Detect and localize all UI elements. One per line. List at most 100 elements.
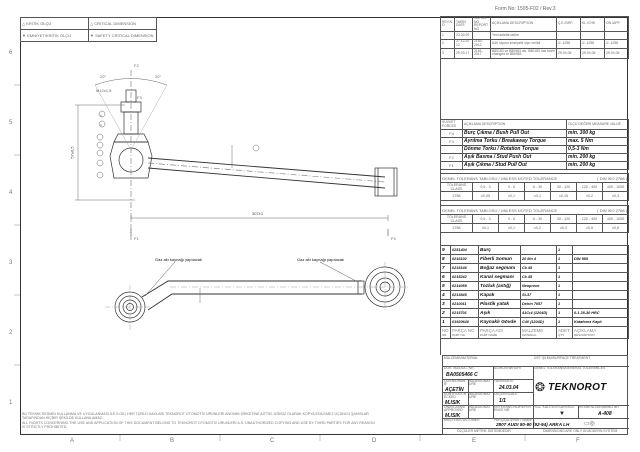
tolerance-title-text: GENEL TOLERANS TABLOSU / UNLESS NOTED TO… bbox=[442, 207, 558, 213]
doc-number: BA0505466 C bbox=[446, 372, 478, 378]
projection-symbol-icon: ▭◎ bbox=[584, 421, 595, 427]
header-tr: PARÇA ADI bbox=[480, 327, 503, 333]
zone-row-label: 2 bbox=[9, 330, 13, 336]
header-tr: NO bbox=[442, 327, 449, 333]
company-logo: ❂ TEKNOROT bbox=[535, 380, 607, 394]
tolerance-standard: ( DIN ISO 2768 ) bbox=[597, 207, 628, 213]
force-value: min. 200 kg bbox=[566, 161, 629, 170]
dimension-angle-right: 20° bbox=[155, 74, 162, 79]
revision-cell: 29-04.08 bbox=[604, 47, 629, 59]
title-block: MALZEME/MATERIAL ÜST İŞLEM/SURFACE TREAT… bbox=[442, 355, 629, 435]
copyright-note: BU TEKNİK RESMİN KULLANMA VE UYGULANMASI… bbox=[22, 412, 440, 429]
header-en: QTY bbox=[558, 332, 565, 337]
copyright-line: ALL RIGHTS CONCERNING THE USE AND APPLIC… bbox=[22, 420, 375, 425]
balloon: 8 bbox=[100, 114, 102, 118]
date: 24.03.04 bbox=[499, 385, 519, 391]
material-label: MALZEME/MATERIAL bbox=[444, 356, 479, 360]
part-name: 2807 AUDI 80-90 (92-94) ARKA LH bbox=[496, 422, 570, 427]
checked-signature-label: İMZA/SIGNATURE bbox=[469, 391, 491, 400]
zone-column-label: E bbox=[472, 438, 477, 444]
tolerance-value: ±0,3 bbox=[601, 191, 630, 201]
zone-row-label: 5 bbox=[9, 120, 13, 126]
dimension-length: 307±1 bbox=[252, 211, 264, 216]
units-note-en: DIMENSIONS ARE ONLY IN MODERN SYSTEM bbox=[543, 429, 618, 433]
balloon: 2 bbox=[100, 122, 102, 127]
dimension-height: 57±0,5 bbox=[69, 146, 75, 159]
rod-plan-view bbox=[105, 261, 410, 330]
checked-label: KONTROL/CHECKED bbox=[444, 391, 467, 400]
scale: 1/1 bbox=[499, 398, 506, 404]
drawing-number-label: RESİM NO/DRAWING NR bbox=[579, 404, 619, 409]
dimension-thread: M12x1,5 bbox=[96, 88, 112, 93]
checked-by: M.ISIK bbox=[445, 400, 461, 406]
force-label-f2: F2 bbox=[134, 63, 139, 68]
part-name-label: PARÇA ADI/PART NAME bbox=[494, 417, 532, 422]
tolerance-standard: ( DIN ISO 2768 ) bbox=[597, 175, 628, 181]
drawn-by: AÇETİN bbox=[445, 387, 464, 393]
zone-column-label: A bbox=[70, 438, 75, 444]
tolerance-value: ±0,8 bbox=[601, 223, 630, 233]
zone-row-label: 1 bbox=[9, 400, 13, 406]
company-name: TEKNOROT bbox=[548, 381, 607, 393]
zone-column-label: C bbox=[270, 438, 275, 444]
force-label-f1: F1 bbox=[134, 236, 139, 241]
drawing-number: A-408 bbox=[598, 411, 612, 417]
revision-header-cell: ON./APP. bbox=[604, 15, 629, 33]
header-tr: AÇIKLAMA bbox=[574, 327, 597, 333]
weight-label: AĞIRLIK/WEIGHT bbox=[494, 366, 522, 370]
header-en: DESCRIPTION bbox=[574, 332, 595, 337]
zone-row-label: 4 bbox=[9, 190, 13, 196]
header-en: PART NAME bbox=[480, 332, 498, 337]
doc-number-label: DOK. NO/DOC. NR. bbox=[444, 366, 475, 370]
header-tr: PARÇA NO bbox=[452, 327, 475, 333]
copyright-line: TARAFINDAN HİÇBİR ŞEKİLDE KULLANILAMAZ. bbox=[22, 416, 104, 421]
force-label-f3: F3 bbox=[137, 95, 142, 100]
header-tr: MALZEME bbox=[522, 327, 544, 333]
tolerance-values-row: 2768±0,1±0,1±0,2±0,3±0,5±0,8 bbox=[440, 223, 630, 233]
revision-header-cell: REV.NO bbox=[440, 15, 455, 33]
weld-note-right: Gaz altı kaynağı yapılacak bbox=[297, 257, 344, 262]
header-en: NR. bbox=[442, 332, 448, 337]
tolerance-table: GENEL TOLERANS TABLOSU / UNLESS NOTED TO… bbox=[439, 173, 630, 201]
header-en: MATERIAL bbox=[522, 332, 537, 337]
zone-row-label: 6 bbox=[9, 50, 13, 56]
approved-by: M.ISIK bbox=[445, 413, 461, 419]
approved-signature-label: İMZA/SIGNATURE bbox=[469, 404, 491, 413]
date-label: TARİH/DATE bbox=[494, 378, 514, 383]
customer-label: MÜŞTERİ/CUSTOMER bbox=[444, 417, 480, 422]
dimension-legend: △ KRİTİK ÖLÇÜ△ CRITICAL DIMENSION ▼ EMNİ… bbox=[20, 17, 157, 42]
force-label-f4: F4 bbox=[391, 236, 396, 241]
zone-column-label: B bbox=[170, 438, 175, 444]
surface-triangle-icon: ▼ bbox=[559, 411, 565, 417]
legend-safety-tr: ▼ EMNİYET/KRİTİK ÖLÇÜ bbox=[20, 29, 89, 42]
tolerance-table: GENEL TOLERANS TABLOSU / UNLESS NOTED TO… bbox=[439, 205, 630, 233]
drawn-signature-label: İMZA/SIGNATURE bbox=[469, 378, 491, 387]
zone-column-label: D bbox=[372, 438, 377, 444]
copyright-line: BU TEKNİK RESMİN KULLANMA VE UYGULANMASI… bbox=[22, 412, 369, 416]
part-balloons: 8 2 bbox=[100, 112, 104, 129]
scale-label: ÖLÇEK/SCALE bbox=[494, 391, 518, 396]
revision-header-cell: TARİH DATE bbox=[454, 15, 473, 33]
revision-cell bbox=[604, 31, 629, 41]
legend-safety-en: ▼ SAFETY CRITICAL DIMENSION bbox=[88, 29, 157, 42]
approved-label: ONAYLAYAN/APPROVED bbox=[444, 404, 465, 413]
copyright-line: IS STRICTLY PROHIBITED. bbox=[22, 424, 68, 429]
drawn-label: ÇİZEN/DRAWN bbox=[444, 378, 466, 387]
header-en: PART NR. bbox=[452, 332, 466, 337]
general-tolerance-label: GENEL TOLERANS/GENERAL TOLERANCES bbox=[534, 366, 606, 370]
form-number: Form No: 1505-F02 / Rev.3 bbox=[495, 6, 556, 12]
zone-column-label: F bbox=[576, 438, 580, 444]
units-note-tr: ÖLÇÜLER METRİK SİSTEMDEDİR bbox=[457, 429, 511, 433]
